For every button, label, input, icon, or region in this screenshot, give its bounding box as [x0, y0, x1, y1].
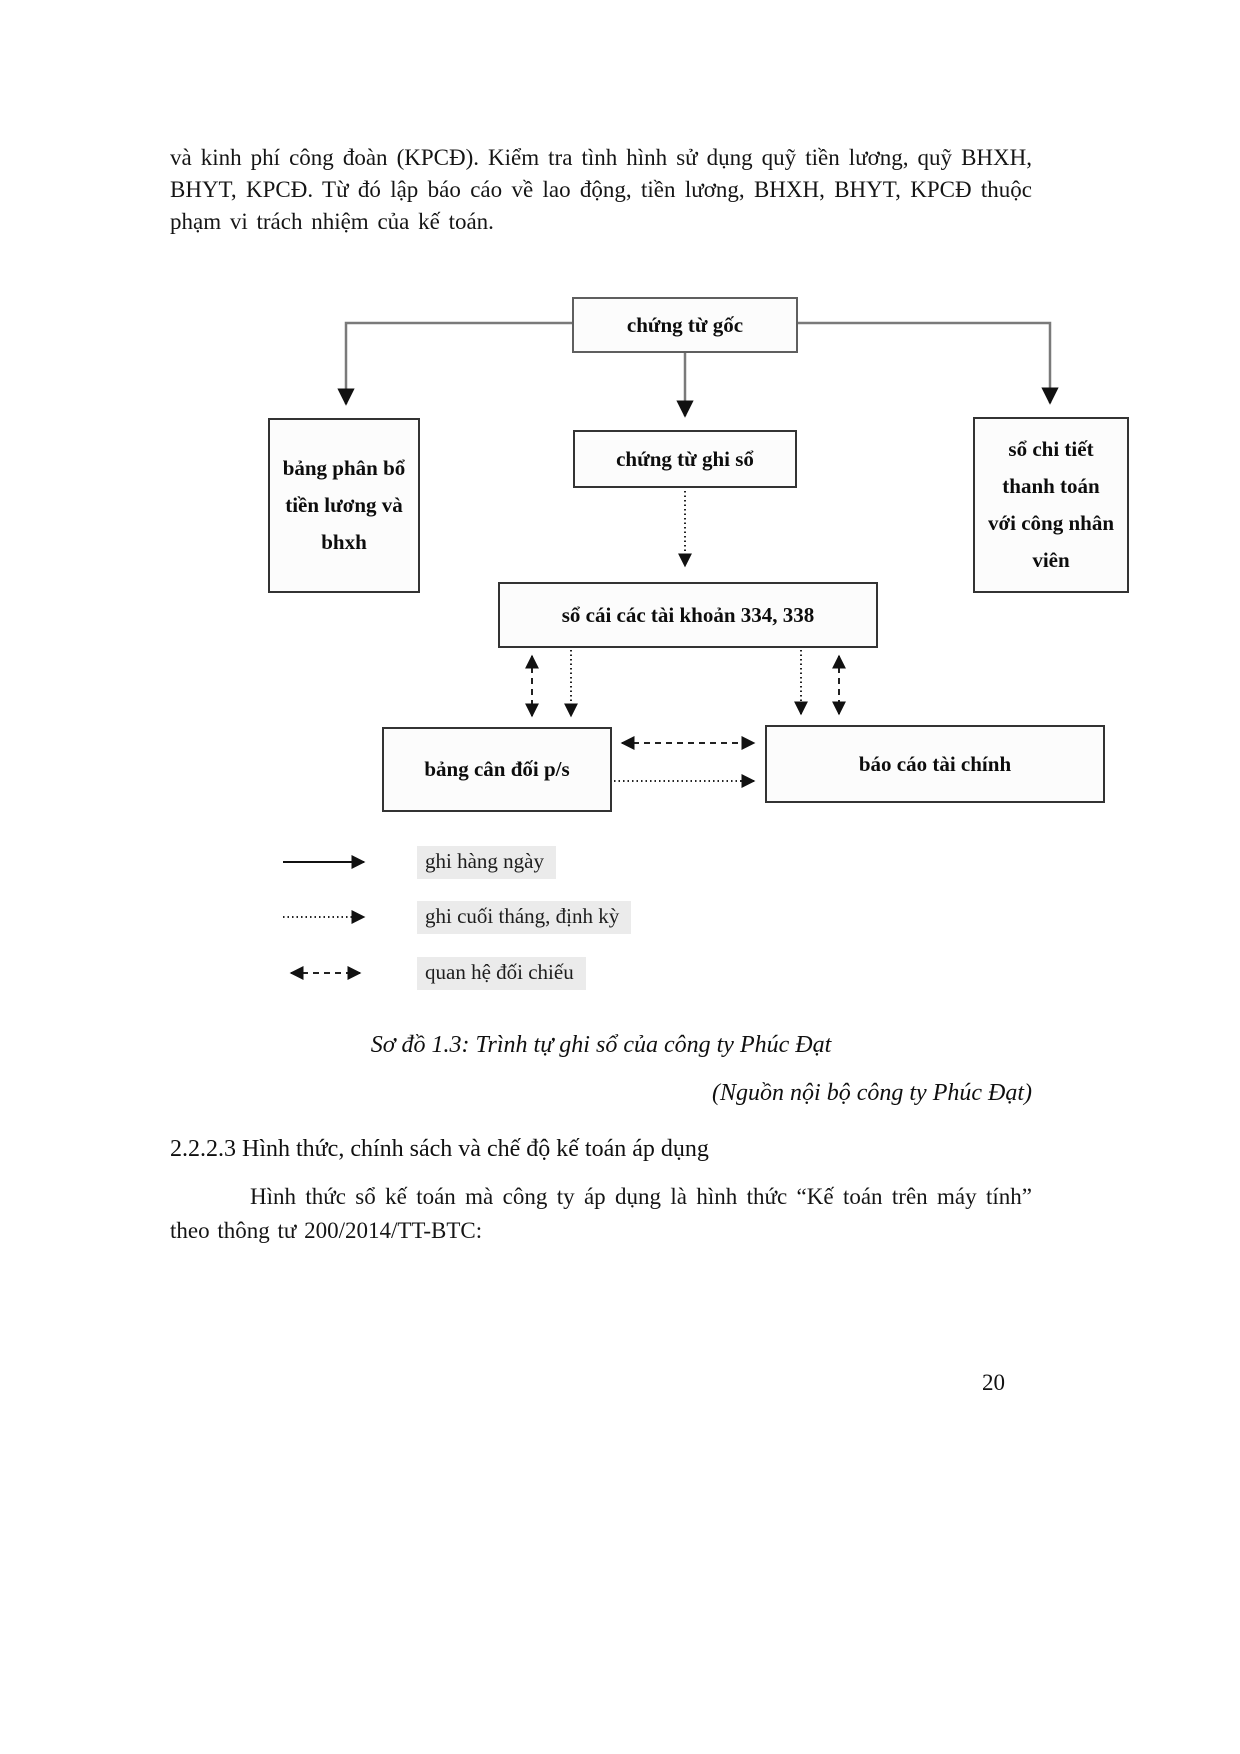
diagram-source: (Nguồn nội bộ công ty Phúc Đạt) [712, 1080, 1032, 1106]
legend-label-daily: ghi hàng ngày [417, 846, 556, 879]
flow-box-chung-tu-goc: chứng từ gốc [572, 297, 798, 353]
legend-label-reconciliation: quan hệ đối chiếu [417, 957, 586, 990]
flow-box-bang-can-doi: bảng cân đối p/s [382, 727, 612, 812]
flow-box-so-cai: sổ cái các tài khoản 334, 338 [498, 582, 878, 648]
flow-box-bao-cao-tai-chinh: báo cáo tài chính [765, 725, 1105, 803]
diagram-caption: Sơ đồ 1.3: Trình tự ghi sổ của công ty P… [370, 1032, 832, 1058]
section-paragraph: Hình thức sổ kế toán mà công ty áp dụng … [170, 1184, 1032, 1243]
flow-box-chung-tu-ghi-so: chứng từ ghi sổ [573, 430, 797, 488]
flow-box-so-chi-tiet: sổ chi tiết thanh toán với công nhân viê… [973, 417, 1129, 593]
arrow-goc-to-bangphanbo [337, 321, 572, 406]
intro-paragraph: và kinh phí công đoàn (KPCĐ). Kiểm tra t… [170, 145, 1032, 234]
arrow-goc-to-sochitiet [798, 321, 1059, 405]
legend-label-month-end: ghi cuối tháng, định kỳ [417, 901, 632, 934]
section-heading: 2.2.2.3 Hình thức, chính sách và chế độ … [170, 1136, 709, 1162]
flow-box-bang-phan-bo: bảng phân bổ tiền lương và bhxh [268, 418, 420, 593]
page-number: 20 [982, 1370, 1005, 1395]
